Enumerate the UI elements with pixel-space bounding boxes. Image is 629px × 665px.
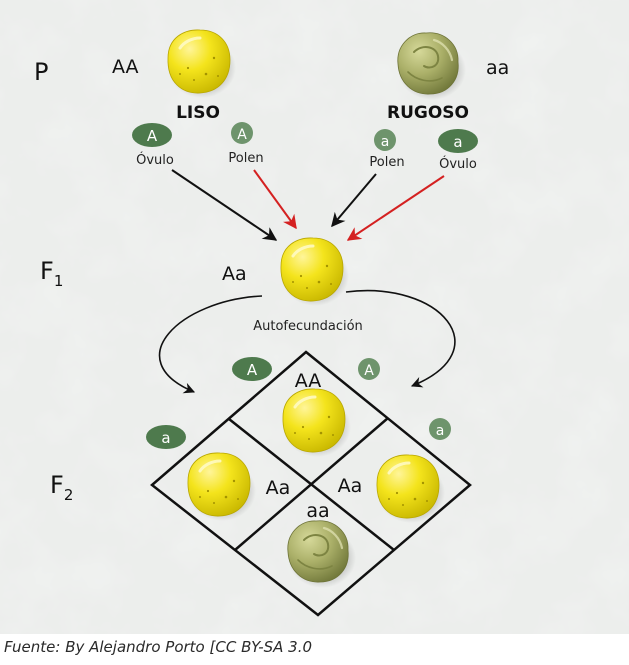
parent-left-genotype: AA <box>112 56 139 78</box>
arrow-ovule-left <box>171 169 278 241</box>
parent-right-phenotype: RUGOSO <box>387 103 469 123</box>
label-f1: F1 <box>40 257 63 290</box>
arrow-pollen-right <box>331 173 377 228</box>
gamete-allele: a <box>453 133 462 151</box>
f2-cell-top-genotype: AA <box>295 370 322 392</box>
f2-gamete-top-right <box>358 358 380 380</box>
gamete-allele: A <box>237 127 247 143</box>
arrow-self-right <box>345 289 456 388</box>
punnett-diamond <box>150 350 472 617</box>
f2-gamete-right <box>429 418 451 440</box>
f2-cell-right-genotype: Aa <box>338 475 363 497</box>
arrow-self-left <box>158 295 263 394</box>
f2-cell-left-genotype: Aa <box>266 477 291 499</box>
gamete-allele: A <box>364 363 374 379</box>
gamete-allele: A <box>247 361 258 379</box>
label-f2: F2 <box>50 471 73 504</box>
gamete-allele: A <box>147 127 158 145</box>
gamete-label-ovule-left: Óvulo <box>136 152 174 168</box>
arrow-pollen-left <box>253 169 297 230</box>
self-fertilization-label: Autofecundación <box>253 319 363 334</box>
f1-genotype: Aa <box>222 263 247 285</box>
gamete-oval-ovule-left <box>132 123 172 147</box>
gamete-label-pollen-left: Polen <box>228 151 263 166</box>
gamete-label-ovule-right: Óvulo <box>439 156 477 172</box>
gamete-allele: a <box>381 134 390 150</box>
f2-gamete-left <box>146 425 186 449</box>
gamete-label-pollen-right: Polen <box>369 155 404 170</box>
gamete-allele: a <box>436 423 445 439</box>
label-parental: P <box>34 58 48 86</box>
gamete-oval-ovule-right <box>438 129 478 153</box>
arrow-ovule-right <box>346 175 445 241</box>
source-caption: Fuente: By Alejandro Porto [CC BY-SA 3.0 <box>4 638 313 656</box>
gamete-allele: a <box>161 429 170 447</box>
gamete-circle-pollen-right <box>374 129 396 151</box>
parent-right-genotype: aa <box>486 57 509 79</box>
f2-cell-bottom-genotype: aa <box>306 500 329 522</box>
parent-left-phenotype: LISO <box>176 103 220 123</box>
f2-gamete-top-left <box>232 357 272 381</box>
mendel-cross-diagram: P F1 F2 AA LISO aa RUGOSO A Óvulo A Pole… <box>0 0 629 634</box>
gamete-circle-pollen-left <box>231 122 253 144</box>
